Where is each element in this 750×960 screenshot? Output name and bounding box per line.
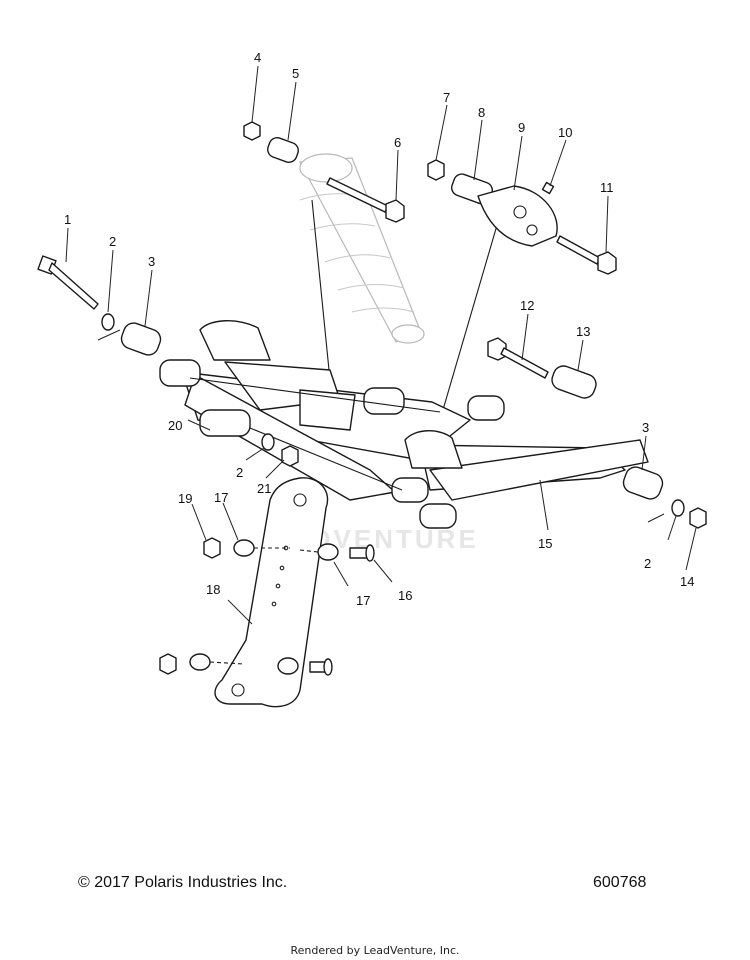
- callout-15: 15: [538, 536, 552, 551]
- callout-8: 8: [478, 105, 485, 120]
- callout-3-right: 3: [642, 420, 649, 435]
- callout-10: 10: [558, 125, 572, 140]
- callout-11: 11: [600, 180, 614, 195]
- callout-4: 4: [254, 50, 261, 65]
- washer-17-right: [317, 543, 339, 561]
- callout-16: 16: [398, 588, 412, 603]
- callout-numbers: 1 2 3 4 5 6 7 8 9 10 11 12 13 3 2 14 15 …: [64, 50, 694, 608]
- nut-14: [689, 507, 707, 529]
- callout-7: 7: [443, 90, 450, 105]
- washer-2-left: [101, 313, 115, 331]
- callout-14: 14: [680, 574, 694, 589]
- callout-2-right: 2: [644, 556, 651, 571]
- washer-lower-left: [189, 653, 211, 671]
- link-arm: [214, 477, 329, 708]
- nut-7: [427, 159, 445, 181]
- washer-2-right: [671, 499, 685, 517]
- callout-9: 9: [518, 120, 525, 135]
- bolt-11: [556, 235, 617, 275]
- bracket-9: [477, 185, 558, 247]
- bushing-3-right: [622, 466, 664, 500]
- callout-2-lower: 2: [236, 465, 243, 480]
- bolt-1: [37, 255, 99, 310]
- bushing-13: [551, 365, 597, 399]
- washer-2-lower: [261, 433, 275, 451]
- callout-13: 13: [576, 324, 590, 339]
- callout-20: 20: [168, 418, 182, 433]
- callout-17-right: 17: [356, 593, 370, 608]
- callout-1: 1: [64, 212, 71, 227]
- nut-19: [203, 537, 221, 559]
- pin-lower: [309, 658, 333, 676]
- nut-lower: [159, 653, 177, 675]
- rendered-by-text: Rendered by LeadVenture, Inc.: [290, 944, 460, 957]
- nut-4: [243, 121, 261, 141]
- callout-6: 6: [394, 135, 401, 150]
- leader-lines: [65, 65, 697, 625]
- callout-12: 12: [520, 298, 534, 313]
- washer-17-left: [233, 539, 255, 557]
- callout-21: 21: [257, 481, 271, 496]
- callout-5: 5: [292, 66, 299, 81]
- bushing-5: [267, 137, 299, 163]
- nut-21: [281, 445, 299, 467]
- copyright-text: © 2017 Polaris Industries Inc.: [78, 874, 288, 891]
- a-arm: [159, 320, 649, 529]
- shock-absorber: [299, 153, 501, 421]
- bolt-12: [487, 337, 549, 379]
- callout-3: 3: [148, 254, 155, 269]
- washer-lower-right: [277, 657, 299, 675]
- grease-fitting-10: [541, 181, 555, 195]
- diagram-number: 600768: [593, 874, 647, 891]
- callout-2: 2: [109, 234, 116, 249]
- bolt-6: [326, 177, 405, 223]
- bushing-3-left: [120, 322, 162, 356]
- callout-18: 18: [206, 582, 220, 597]
- pin-16: [349, 544, 375, 562]
- callout-19: 19: [178, 491, 192, 506]
- callout-17-left: 17: [214, 490, 228, 505]
